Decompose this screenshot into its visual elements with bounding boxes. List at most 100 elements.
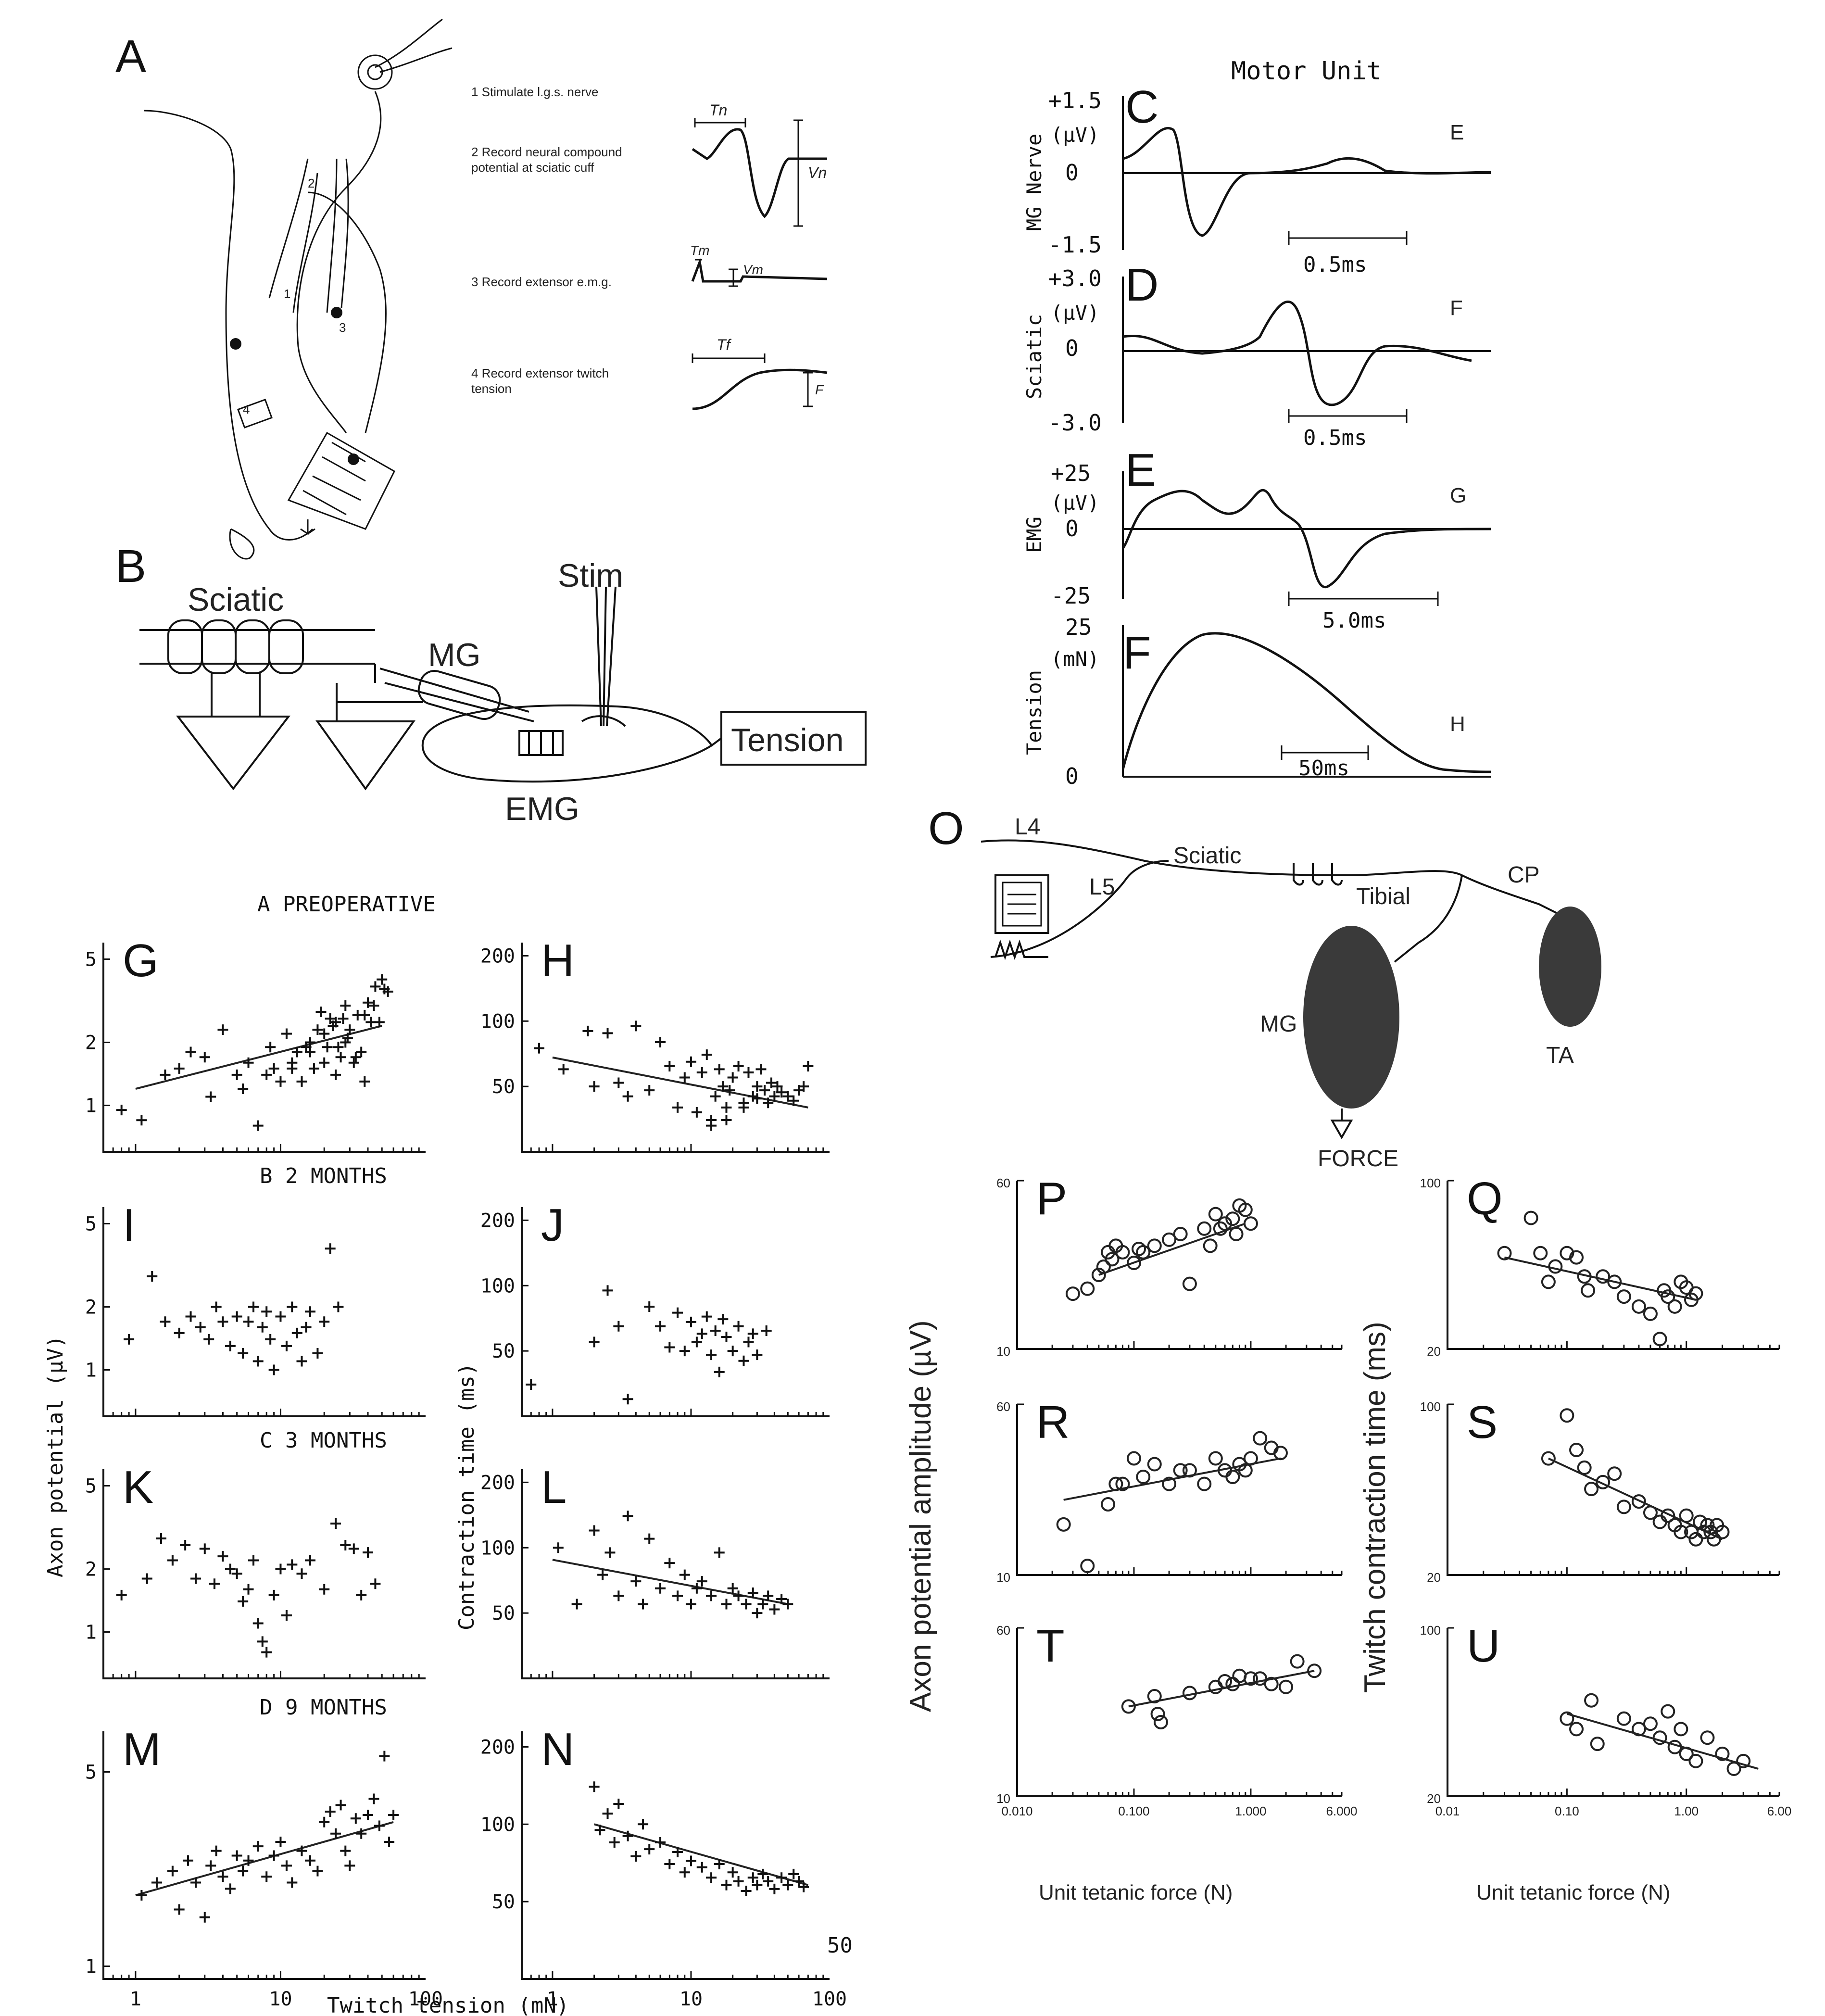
data-point	[252, 1618, 264, 1629]
data-point	[1616, 1711, 1631, 1726]
y-tick-label: 60	[996, 1399, 1010, 1414]
data-point	[803, 1060, 814, 1071]
panel-o: O L4 L5 Sciatic Tibial CP MG TA FORCE	[928, 803, 1601, 1172]
data-point	[613, 1798, 624, 1809]
data-point	[602, 1285, 613, 1296]
panel-letter-u: U	[1467, 1620, 1500, 1672]
data-point	[268, 1364, 279, 1375]
y-tick-label: 50	[492, 1891, 515, 1913]
data-point	[305, 1555, 316, 1566]
data-point	[691, 1336, 702, 1348]
data-point	[243, 1316, 254, 1327]
data-point	[664, 1342, 675, 1353]
diagram-number-1: 1	[284, 287, 290, 301]
data-point	[1569, 1443, 1584, 1458]
data-point	[325, 1806, 336, 1817]
data-point	[319, 1584, 330, 1595]
step-1: 1 Stimulate l.g.s. nerve	[471, 85, 598, 99]
data-point	[1136, 1470, 1151, 1485]
regression-line	[1098, 1222, 1246, 1276]
trace-e-top: +25	[1051, 460, 1091, 486]
y-tick-label: 1	[85, 1956, 97, 1978]
data-point	[679, 1867, 690, 1878]
data-point	[747, 1872, 758, 1883]
panel-letter-s: S	[1467, 1397, 1498, 1448]
regression-line	[552, 1056, 808, 1109]
panel-letter-c: C	[1125, 81, 1158, 133]
x-tick-label: 0.010	[1001, 1804, 1032, 1818]
data-point	[1661, 1289, 1675, 1304]
data-point	[325, 1013, 336, 1024]
x-tick-label: 1	[130, 1988, 141, 2010]
data-point	[1225, 1470, 1240, 1485]
data-point	[319, 1028, 330, 1039]
data-point	[1253, 1431, 1268, 1446]
data-point	[248, 1555, 259, 1566]
data-point	[679, 1346, 690, 1357]
data-point	[348, 1057, 359, 1068]
data-point	[741, 1599, 752, 1610]
data-point	[190, 1573, 201, 1584]
data-point	[613, 1321, 624, 1332]
data-point	[319, 1316, 330, 1327]
data-point	[1218, 1216, 1233, 1231]
scatter-charts: G521H20010050I521J20010050K521L20010050M…	[85, 935, 1791, 2010]
panel-letter-n: N	[541, 1724, 574, 1775]
data-point	[752, 1879, 763, 1890]
data-point	[691, 1583, 702, 1594]
data-point	[782, 1879, 793, 1890]
label-tibial: Tibial	[1356, 884, 1410, 909]
data-point	[733, 1876, 744, 1887]
data-point	[1569, 1722, 1584, 1737]
data-point	[727, 1583, 738, 1594]
x-tick-label: 10	[269, 1988, 292, 2010]
data-point	[638, 1819, 649, 1830]
x-tick-label: 0.100	[1118, 1804, 1149, 1818]
data-point	[679, 1569, 690, 1580]
data-point	[287, 1559, 298, 1570]
data-point	[701, 1049, 712, 1060]
data-point	[340, 1037, 351, 1048]
data-point	[672, 1307, 683, 1318]
data-point	[752, 1349, 763, 1361]
muscle-outline	[421, 586, 722, 783]
panel-letter-o: O	[928, 803, 964, 854]
data-point	[1290, 1654, 1305, 1669]
data-point	[1080, 1281, 1095, 1296]
data-point	[630, 1851, 642, 1862]
cat-right-ylabel: Contraction time (ms)	[454, 1363, 479, 1630]
data-point	[1541, 1274, 1556, 1289]
data-point	[1688, 1286, 1703, 1301]
panel-a: A 2 3 1 4 1 Stimulate l.g.s. nerve	[115, 18, 828, 560]
data-point	[344, 1024, 355, 1035]
data-point	[296, 1845, 307, 1856]
data-point	[772, 1081, 783, 1092]
data-point	[710, 1091, 721, 1102]
data-point	[268, 1063, 279, 1074]
data-point	[252, 1120, 264, 1131]
data-point	[1726, 1761, 1741, 1776]
data-point	[1225, 1211, 1240, 1226]
data-point	[1273, 1446, 1288, 1461]
trace-f-unit: (mN)	[1051, 647, 1099, 671]
data-point	[167, 1555, 178, 1566]
trace-c-zero: 0	[1065, 160, 1079, 186]
data-point	[1667, 1739, 1682, 1754]
data-point	[305, 1037, 316, 1048]
data-point	[281, 1028, 292, 1039]
y-tick-label: 100	[1420, 1176, 1441, 1190]
data-point	[1197, 1476, 1212, 1491]
symbol-vm: Vm	[743, 262, 763, 277]
oscilloscope-icon	[994, 874, 1049, 934]
y-tick-label: 50	[492, 1340, 515, 1362]
data-point	[1560, 1408, 1574, 1423]
data-point	[679, 1072, 690, 1083]
regression-line	[552, 1559, 788, 1605]
trace-d-top: +3.0	[1048, 265, 1102, 291]
rat-left-ylabel: Axon potential amplitude (µV)	[904, 1320, 937, 1712]
data-point	[330, 1069, 341, 1080]
data-point	[319, 1816, 330, 1827]
data-point	[1596, 1474, 1611, 1489]
